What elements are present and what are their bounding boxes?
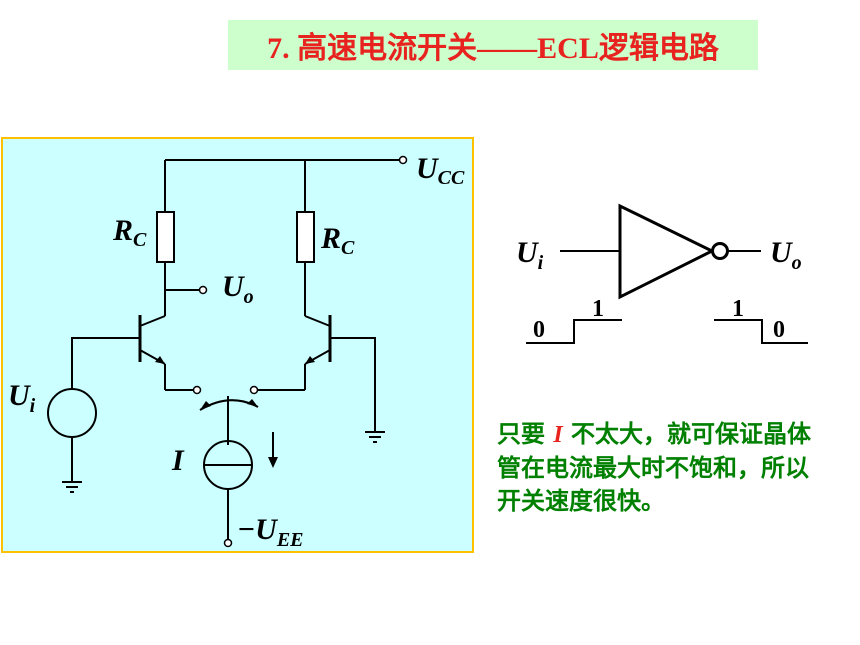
title-banner: 7. 高速电流开关——ECL逻辑电路 (228, 20, 758, 70)
current-arrow (268, 457, 278, 468)
note-current-symbol: I (553, 422, 563, 448)
input-source (47, 388, 97, 438)
emitter-arrow-right (305, 356, 315, 364)
note-prefix: 只要 (497, 420, 554, 448)
resistor-rc-right (296, 211, 315, 263)
gate-input-label: Ui (516, 236, 544, 274)
uo-label: Uo (222, 270, 254, 308)
rc-left-label: RC (112, 214, 147, 251)
ground-symbol-left (62, 481, 82, 493)
input-high-label: 1 (592, 296, 604, 322)
emitter-arrow-left (155, 356, 165, 364)
note-suffix: 不太大，就可保证晶体管在电流最大时不饱和，所以开关速度很快。 (497, 420, 812, 515)
resistor-rc-left (156, 211, 175, 263)
arrowheads (155, 356, 315, 468)
terminals (192, 155, 408, 548)
output-low-label: 0 (773, 317, 785, 343)
input-waveform (526, 319, 622, 344)
output-high-label: 1 (732, 296, 744, 322)
ecl-circuit (47, 159, 400, 540)
input-low-label: 0 (533, 317, 545, 343)
vee-label: −UEE (237, 513, 304, 551)
gate-triangle (618, 203, 716, 300)
rc-right-label: RC (320, 222, 355, 259)
circuit-panel (1, 137, 474, 553)
output-waveform (714, 319, 808, 344)
ui-label: Ui (8, 379, 36, 417)
page-title: 7. 高速电流开关——ECL逻辑电路 (267, 32, 719, 65)
inverter-gate (560, 203, 761, 300)
explanation-note: 只要 I 不太大，就可保证晶体管在电流最大时不饱和，所以开关速度很快。 (497, 418, 827, 518)
current-label: I (171, 444, 185, 477)
ground-symbol-right (365, 431, 385, 443)
waveforms (526, 319, 808, 344)
inversion-bubble (711, 242, 729, 260)
vcc-label: UCC (416, 152, 465, 189)
gate-output-label: Uo (770, 236, 802, 274)
